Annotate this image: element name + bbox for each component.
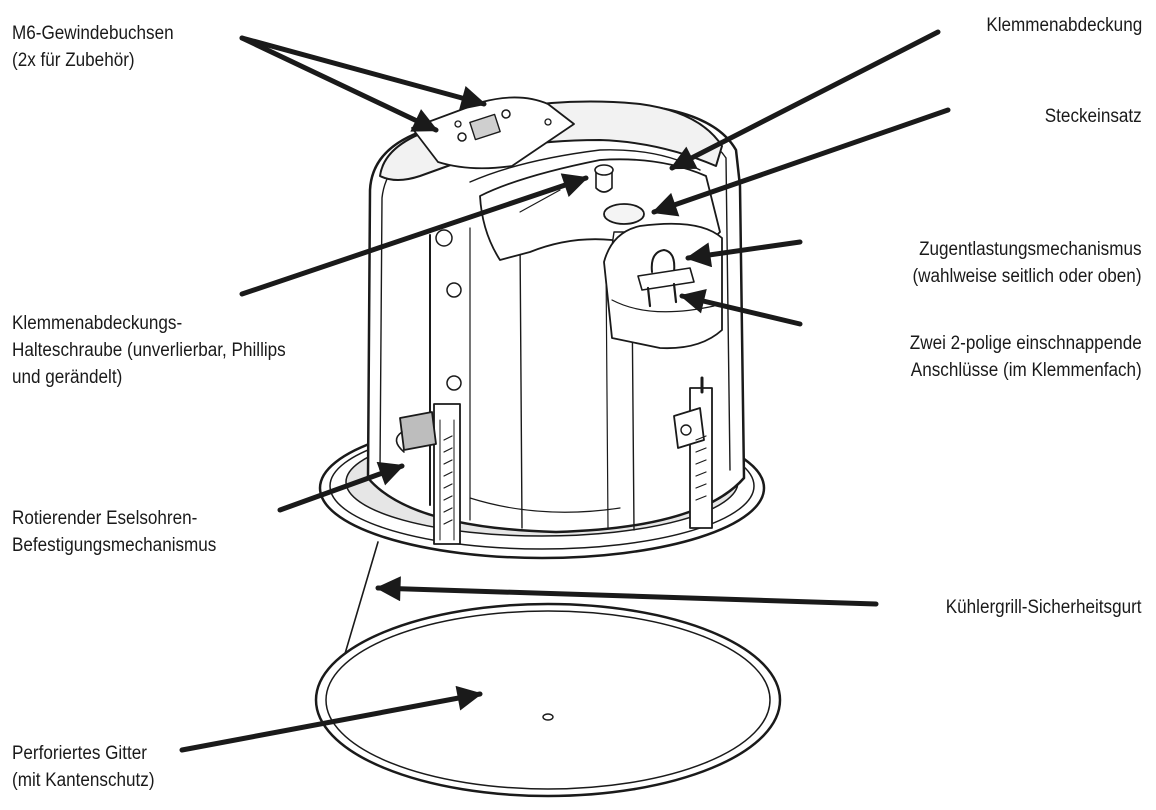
label-dogear: Rotierender Eselsohren- Befestigungsmech… <box>12 508 217 556</box>
arrow-terminal-cover <box>669 29 941 171</box>
arrow-dogear <box>277 461 405 513</box>
m6-socket-icon <box>501 109 511 119</box>
label-terminal-cover: Klemmenabdeckung <box>986 15 1142 36</box>
plug-insert-icon <box>603 203 645 225</box>
dogear-left <box>395 403 461 545</box>
callout-arrows <box>179 29 951 753</box>
label-plug-insert: Steckeinsatz <box>1045 106 1142 127</box>
label-grille-strap: Kühlergrill-Sicherheitsgurt <box>946 597 1142 618</box>
arrow-grille-strap <box>375 576 879 607</box>
m6-socket-icon <box>457 132 467 142</box>
ceiling-speaker-drawing <box>314 96 782 798</box>
label-m6-sockets: M6-Gewindebuchsen (2x für Zubehör) <box>12 23 174 71</box>
label-strain-relief: Zugentlastungsmechanismus (wahlweise sei… <box>912 239 1142 287</box>
knurled-screw-icon <box>595 169 613 193</box>
strain-relief-clamp-icon <box>650 249 676 273</box>
strain-relief-recess <box>603 222 723 350</box>
arrow-plug-insert <box>651 107 951 217</box>
arrow-strain-relief <box>685 239 803 268</box>
connector-icon <box>646 282 678 308</box>
label-grille: Perforiertes Gitter (mit Kantenschutz) <box>12 743 155 791</box>
arrow-m6-socket-b <box>239 35 439 133</box>
logo-badge <box>469 113 501 141</box>
arrow-grille <box>179 685 483 753</box>
perforated-grille <box>314 602 782 798</box>
dogear-right <box>673 376 713 529</box>
label-cover-screw: Klemmenabdeckungs- Halteschraube (unverl… <box>12 313 286 388</box>
top-cap <box>379 96 723 183</box>
arrow-cover-screw <box>239 173 589 297</box>
arrow-connectors <box>679 289 803 327</box>
arrow-m6-socket-a <box>239 35 487 111</box>
label-connectors: Zwei 2-polige einschnappende Anschlüsse … <box>910 333 1142 381</box>
